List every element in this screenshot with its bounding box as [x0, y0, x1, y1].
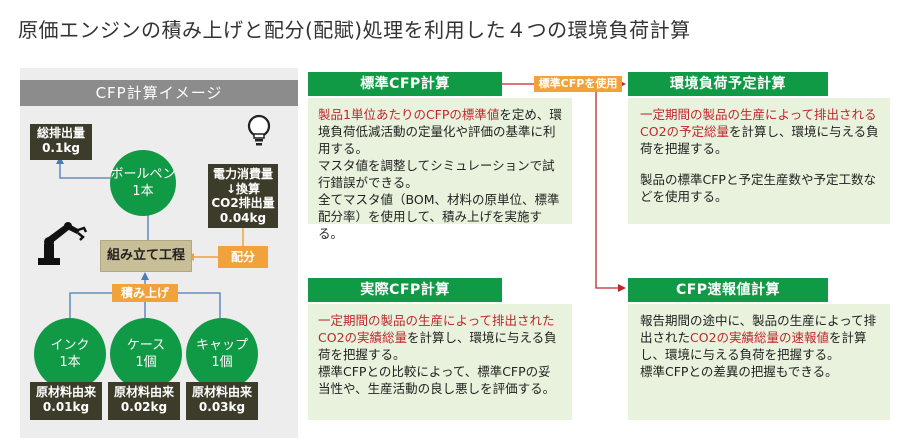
actual-highlight: 一定期間の製品の生産によって排出されたCO2の実績総量 [318, 313, 555, 345]
forecast-highlight: 一定期間の製品の生産によって排出されるCO2の予定総量 [640, 107, 877, 139]
flash-text-pre: 報告期間の途中に、製品の生産によって排出された [640, 313, 877, 345]
pen-name: ボールペン [110, 167, 176, 182]
robot-arm-icon [38, 222, 88, 265]
standard-cfp-header: 標準CFP計算 [308, 72, 502, 96]
flash-highlight: CO2の実績総量の速報値 [690, 330, 830, 345]
standard-para-3: 全てマスタ値（BOM、材料の原単位、標準配分率）を使用して、積み上げを実施する。 [318, 192, 560, 241]
assembly-process-box: 組み立て工程 [100, 240, 192, 272]
forecast-text-1: を計算し、環境に与える負荷を把握する。 [640, 124, 879, 156]
total-value: 0.1kg [42, 141, 80, 155]
material-source: 原材料由来 [191, 385, 252, 399]
standard-text-1: を定め、環境負荷低減活動の定量化や評価の基準に利用する。 [318, 107, 562, 156]
standard-para-2: マスタ値を調整してシミュレーションで試行錯誤ができる。 [318, 158, 555, 190]
standard-highlight: 製品1単位あたりのCFPの標準値 [318, 107, 500, 122]
part-circle-ink: インク 1本 [34, 318, 106, 390]
actual-para-2: 標準CFPとの比較によって、標準CFPの妥当性や、生産活動の良し悪しを評価する。 [318, 364, 556, 396]
standard-para-1: 製品1単位あたりのCFPの標準値を定め、環境負荷低減活動の定量化や評価の基準に利… [318, 106, 562, 157]
material-box-cap: 原材料由来 0.03kg [186, 382, 258, 420]
flash-cfp-text: 報告期間の途中に、製品の生産によって排出されたCO2の実績総量の速報値を計算し、… [628, 304, 890, 420]
power-co2-box: 電力消費量 ↓換算 CO2排出量 0.04kg [208, 164, 278, 228]
forecast-para-1: 一定期間の製品の生産によって排出されるCO2の予定総量を計算し、環境に与える負荷… [640, 106, 880, 157]
power-line1: 電力消費量 [212, 167, 273, 181]
use-standard-cfp-label: 標準CFPを使用 [534, 76, 622, 92]
material-box-case: 原材料由来 0.02kg [108, 382, 180, 420]
flash-para-1: 報告期間の途中に、製品の生産によって排出されたCO2の実績総量の速報値を計算し、… [640, 312, 880, 363]
part-circle-cap: キャップ 1個 [186, 318, 258, 390]
standard-cfp-text: 製品1単位あたりのCFPの標準値を定め、環境負荷低減活動の定量化や評価の基準に利… [308, 98, 572, 241]
forecast-text: 一定期間の製品の生産によって排出されるCO2の予定総量を計算し、環境に与える負荷… [628, 98, 890, 224]
material-value: 0.02kg [120, 400, 168, 414]
stacking-label: 積み上げ [112, 284, 178, 302]
part-circle-case: ケース 1個 [110, 318, 182, 390]
actual-para-1: 一定期間の製品の生産によって排出されたCO2の実績総量を計算し、環境に与える負荷… [318, 312, 562, 363]
power-value: 0.04kg [219, 210, 267, 225]
part-qty: 1個 [211, 355, 233, 370]
forecast-para-2: 製品の標準CFPと予定生産数や予定工数などを使用する。 [640, 172, 876, 204]
part-name: インク [50, 338, 90, 353]
power-line3: CO2排出量 [211, 196, 275, 210]
forecast-header: 環境負荷予定計算 [628, 72, 828, 96]
material-value: 0.03kg [198, 400, 246, 414]
cfp-image-panel: CFP計算イメージ 総排出量 0.1kg ボールペン 1本 [20, 68, 298, 438]
material-source: 原材料由来 [35, 385, 96, 399]
part-name: キャップ [195, 338, 248, 353]
part-qty: 1本 [59, 355, 81, 370]
material-box-ink: 原材料由来 0.01kg [30, 382, 102, 420]
material-value: 0.01kg [42, 400, 90, 414]
part-qty: 1個 [135, 355, 157, 370]
allocation-label: 配分 [218, 246, 268, 268]
flash-cfp-header: CFP速報値計算 [628, 278, 828, 302]
actual-cfp-text: 一定期間の製品の生産によって排出されたCO2の実績総量を計算し、環境に与える負荷… [308, 304, 572, 420]
total-label: 総排出量 [36, 126, 85, 140]
panel-header: CFP計算イメージ [20, 80, 298, 106]
actual-text-1: を計算し、環境に与える負荷を把握する。 [318, 330, 557, 362]
page-title: 原価エンジンの積み上げと配分(配賦)処理を利用した４つの環境負荷計算 [18, 18, 691, 42]
pen-qty: 1本 [132, 184, 154, 199]
flash-para-2: 標準CFPとの差異の把握もできる。 [640, 364, 838, 379]
material-source: 原材料由来 [113, 385, 174, 399]
actual-cfp-header: 実際CFP計算 [308, 278, 502, 302]
flash-text-1: を計算し、環境に与える負荷を把握する。 [640, 330, 867, 362]
part-name: ケース [126, 338, 166, 353]
total-emission-box: 総排出量 0.1kg [30, 124, 92, 160]
lightbulb-icon [247, 114, 271, 146]
power-line2: ↓換算 [225, 181, 261, 196]
pen-circle: ボールペン 1本 [110, 150, 176, 216]
